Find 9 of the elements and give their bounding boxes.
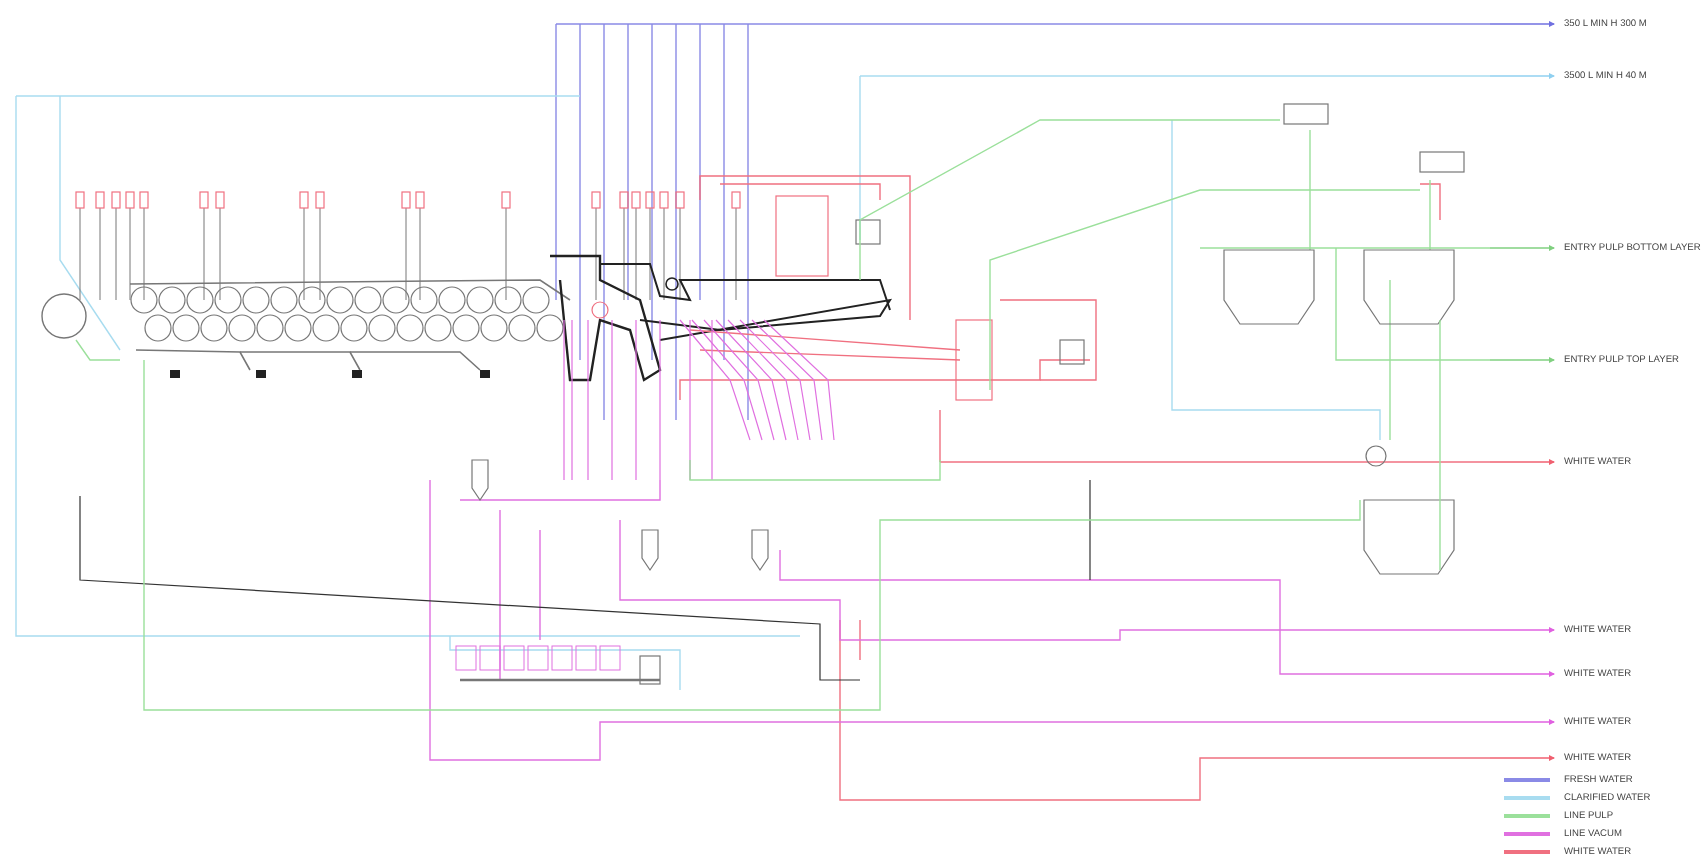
pipe-arrow [1489, 670, 1556, 678]
pipe-arrow [1489, 626, 1556, 634]
pipe-arrow [1489, 754, 1556, 762]
pipe-arrow [1489, 458, 1556, 466]
pipe-arrow [1489, 72, 1556, 80]
pipe-arrow [1489, 20, 1556, 28]
pipe-arrow [1489, 244, 1556, 252]
pipe-arrow [1489, 718, 1556, 726]
pipe-arrow [1489, 356, 1556, 364]
